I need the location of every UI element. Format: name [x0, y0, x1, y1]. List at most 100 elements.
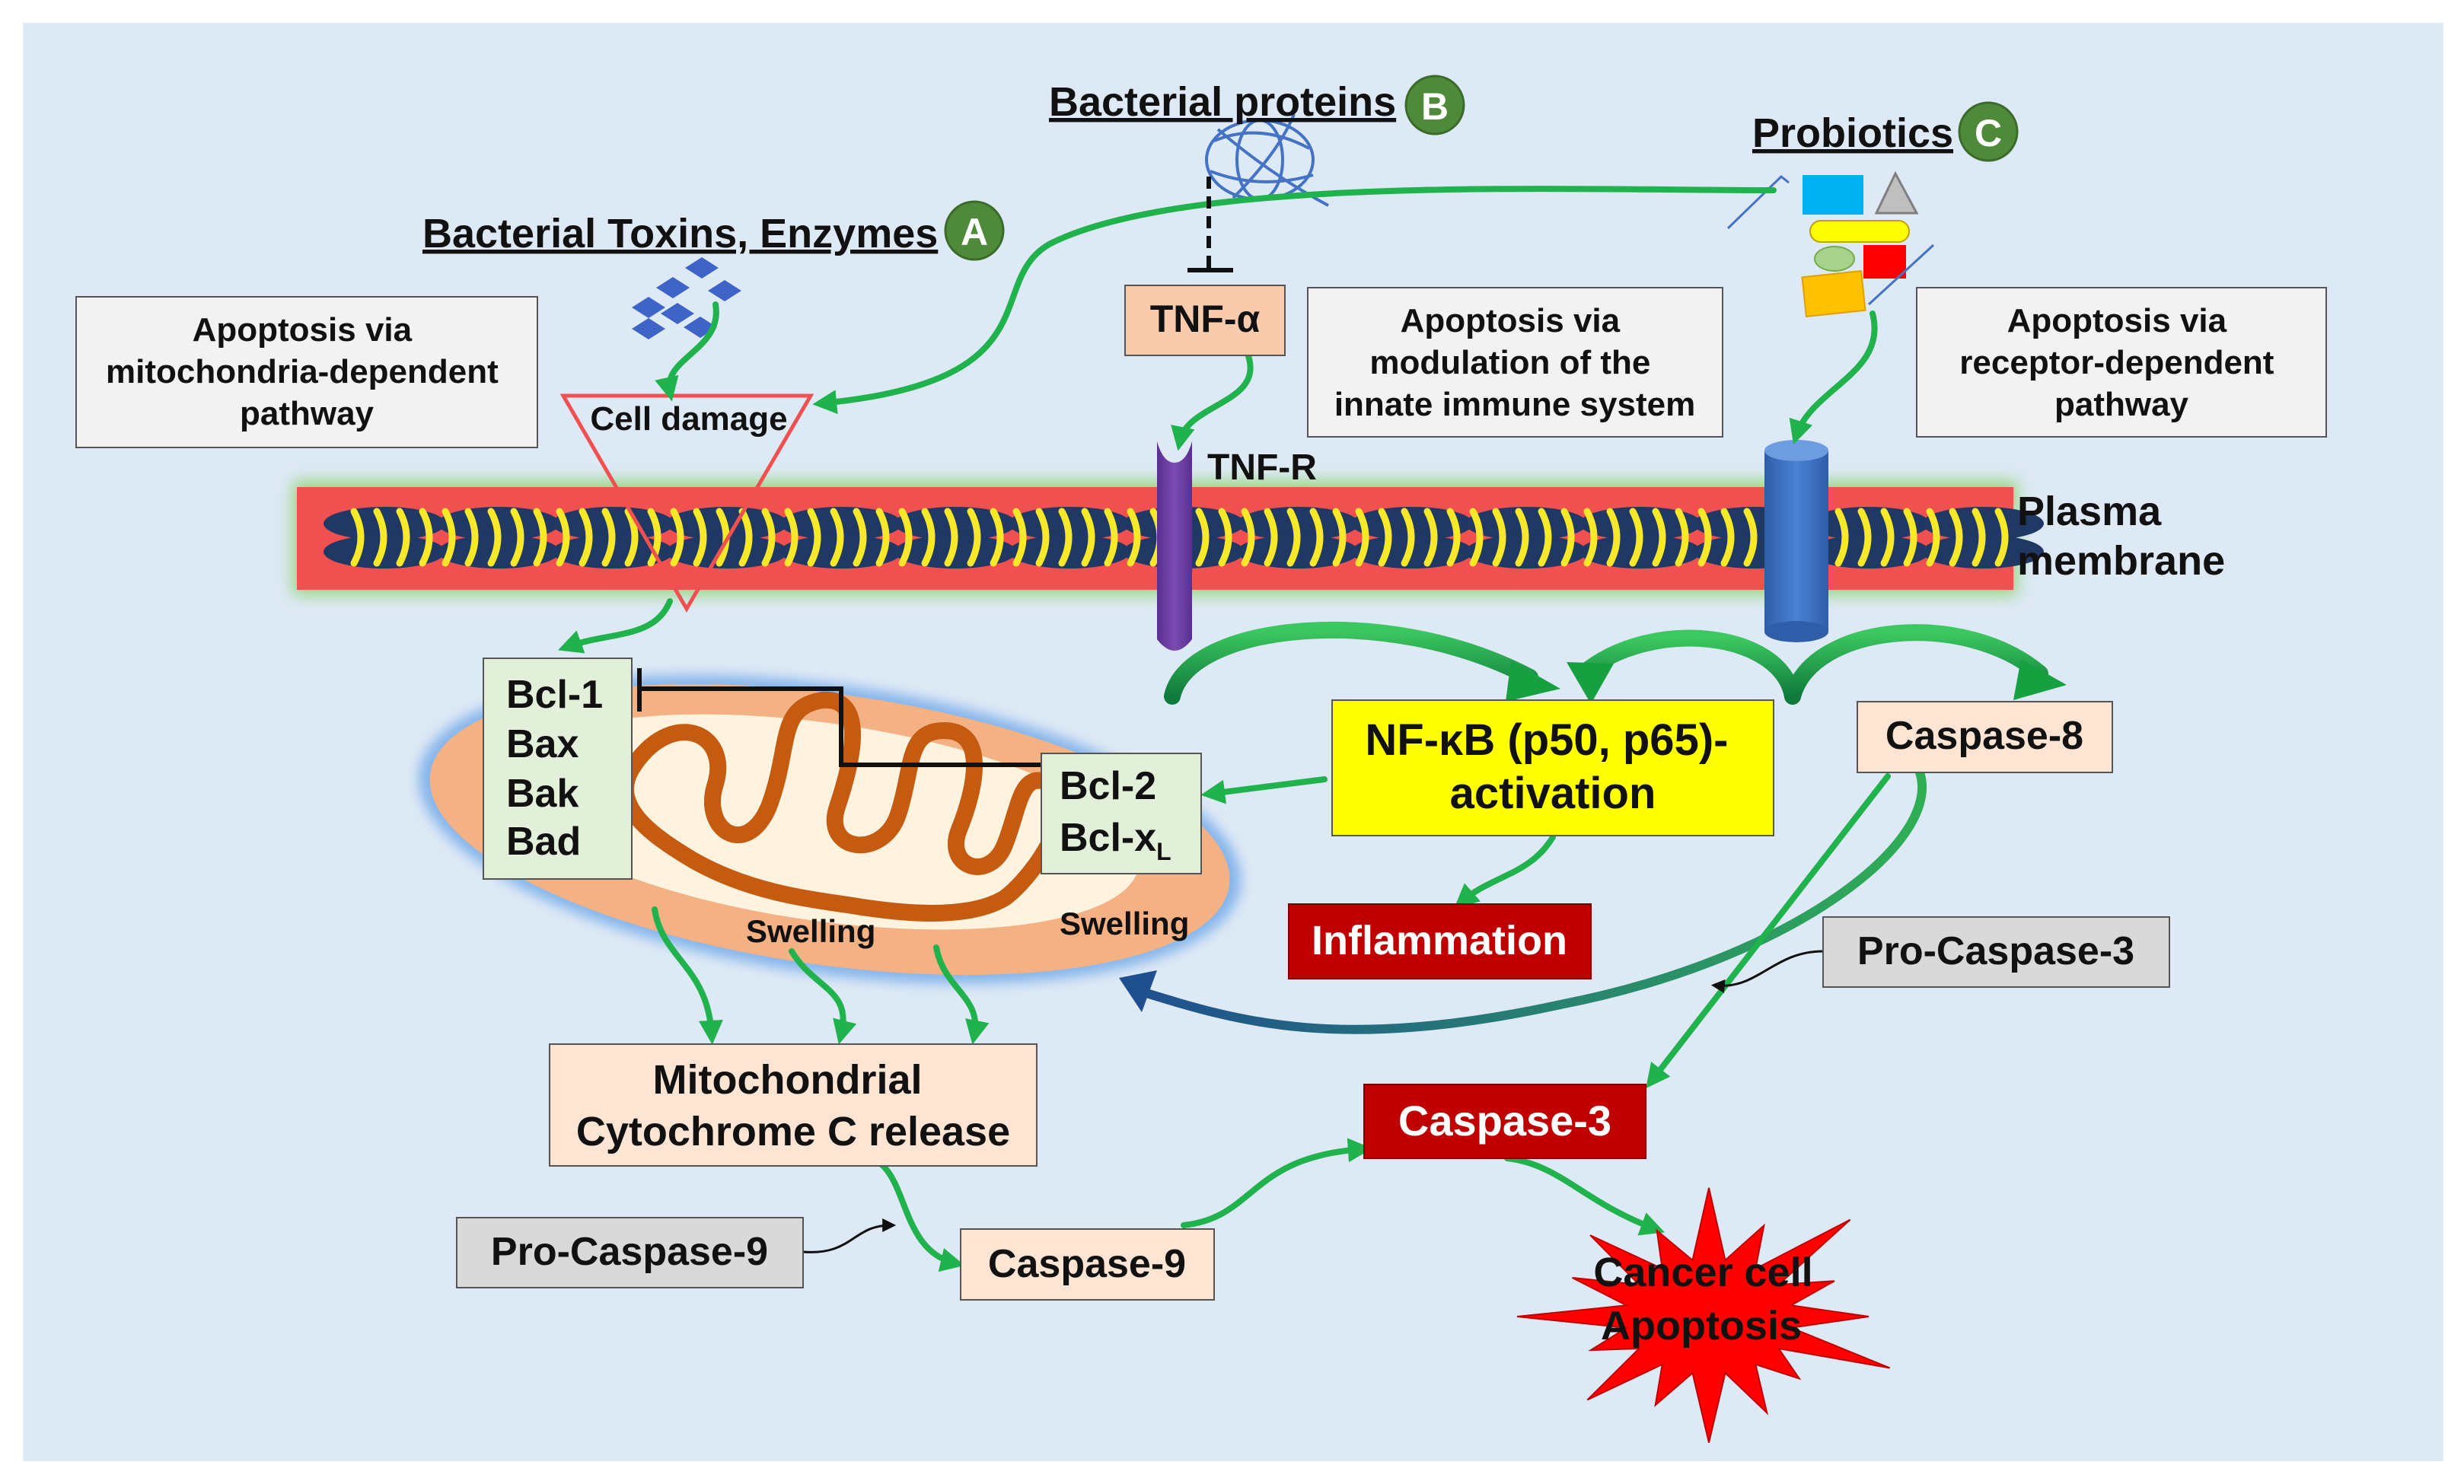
inhibition-lines	[637, 177, 1233, 767]
bclx-label: Bcl-x	[1060, 816, 1156, 860]
lipid-tail	[1401, 508, 1415, 567]
svg-text:Inflammation: Inflammation	[1312, 918, 1567, 963]
svg-text:Pro-Caspase-9: Pro-Caspase-9	[491, 1230, 768, 1274]
lipid-tail	[533, 508, 547, 567]
bacterial-protein-icon	[1205, 113, 1329, 207]
svg-text:A: A	[961, 211, 988, 253]
tnf-alpha-box: TNF-α	[1124, 285, 1286, 356]
lipid-tail	[1012, 508, 1027, 567]
lipid-tail	[1423, 508, 1438, 567]
membrane-signal-arrowheads	[1506, 659, 2067, 704]
bcl2-label: Bcl-2	[1060, 764, 1156, 808]
lipid-tail	[670, 508, 684, 567]
note-mito-pathway: Apoptosis via mitochondria-dependent pat…	[75, 296, 538, 448]
lipid-tail	[396, 508, 410, 567]
plasma-membrane-label-line2: membrane	[2017, 538, 2225, 584]
lipid-tail	[1446, 508, 1461, 567]
lipid-tail	[1903, 508, 1917, 567]
lipid-tail	[1972, 508, 1986, 567]
lipid-tail	[1309, 508, 1324, 567]
lipid-tail	[350, 508, 365, 567]
svg-text:Mitochondrial Cytochrome: Mitochondrial Cytochrome C release	[576, 1057, 1010, 1154]
inflammation-box: Inflammation	[1288, 903, 1592, 979]
apoptosis-line1: Cancer cell	[1593, 1250, 1812, 1295]
lipid-tail	[373, 508, 387, 567]
lipid-tail	[624, 508, 639, 567]
lipid-tail	[1378, 508, 1392, 567]
lipid-tail	[647, 508, 661, 567]
lipid-tail	[1058, 508, 1073, 567]
lipid-tail	[1697, 508, 1712, 567]
lipid-tail	[738, 508, 753, 567]
bclx-subscript: L	[1156, 838, 1171, 865]
svg-text:Caspase-3: Caspase-3	[1398, 1097, 1611, 1145]
lipid-tail	[1515, 508, 1529, 567]
lipid-tail	[1743, 508, 1758, 567]
pro-apoptotic-box: Bcl-1 Bax Bak Bad	[483, 658, 633, 880]
nfkb-box: NF-κB (p50, p65)- activation	[1331, 699, 1774, 836]
note-receptor-line2: receptor-dependent	[1959, 344, 2274, 381]
lipid-tail	[944, 508, 958, 567]
apoptosis-line2: Apoptosis	[1601, 1303, 1802, 1349]
note-innate-pathway: Apoptosis via modulation of the innate i…	[1307, 287, 1723, 438]
lipid-tail	[693, 508, 707, 567]
note-innate-line3: innate immune system	[1334, 386, 1695, 423]
toxin-enzyme-icon	[632, 257, 741, 339]
lipid-tail	[601, 508, 616, 567]
lipid-tail	[441, 508, 456, 567]
bak-label: Bak	[506, 772, 579, 816]
bad-label: Bad	[506, 820, 581, 864]
svg-text:NF-κB (p50, p65)- activa: NF-κB (p50, p65)- activation	[1365, 715, 1740, 818]
plasma-membrane	[293, 481, 2044, 595]
lipid-tail	[1104, 508, 1118, 567]
lipid-tail	[1606, 508, 1621, 567]
lipid-tail	[990, 508, 1004, 567]
lipid-tail	[1195, 508, 1210, 567]
lipid-tail	[1469, 508, 1484, 567]
cytochrome-c-box: Mitochondrial Cytochrome C release	[549, 1043, 1038, 1167]
lipid-tail	[1218, 508, 1232, 567]
lipid-tail	[807, 508, 821, 567]
svg-text:Bcl-xL: Bcl-xL	[1060, 816, 1171, 865]
tnf-r-label: TNF-R	[1207, 447, 1317, 488]
cell-damage-label: Cell damage	[590, 400, 787, 438]
note-receptor-line1: Apoptosis via	[2007, 302, 2227, 339]
note-mito-line3: pathway	[240, 395, 375, 432]
swelling-label-left: Swelling	[746, 913, 875, 949]
svg-text:Apoptosis via modulation: Apoptosis via modulation of the innate i…	[1334, 302, 1695, 423]
lipid-tail	[419, 508, 433, 567]
membrane-signal-arrows	[1164, 622, 2048, 705]
caspase8-box: Caspase-8	[1857, 701, 2113, 773]
lipid-tail	[1035, 508, 1050, 567]
lipid-tail	[853, 508, 867, 567]
lipid-tail	[1857, 508, 1872, 567]
lipid-tail	[921, 508, 936, 567]
svg-text:TNF-α: TNF-α	[1150, 298, 1261, 340]
svg-text:Apoptosis via receptor-d: Apoptosis via receptor-dependent pathway	[1959, 302, 2283, 423]
lipid-tail	[1629, 508, 1643, 567]
lipid-tail	[1081, 508, 1095, 567]
svg-text:Caspase-9: Caspase-9	[988, 1242, 1186, 1286]
lipid-tail	[1675, 508, 1689, 567]
receptor-channel	[1764, 440, 1828, 642]
pro-caspase3-box: Pro-Caspase-3	[1822, 916, 2170, 988]
lipid-tail	[898, 508, 913, 567]
svg-text:Bacterial proteins: Bacterial proteins	[1049, 79, 1396, 125]
lipid-tail	[1264, 508, 1278, 567]
lipid-tail	[1355, 508, 1369, 567]
connector-arrows	[557, 186, 1891, 1272]
svg-text:Caspase-8: Caspase-8	[1885, 714, 2083, 758]
lipid-tail	[1652, 508, 1666, 567]
lipid-tail	[1994, 508, 2009, 567]
lipid-tail	[556, 508, 570, 567]
badge-a	[944, 200, 1005, 261]
lipid-tail	[1720, 508, 1735, 567]
caspase3-box: Caspase-3	[1363, 1084, 1646, 1159]
cyto-c-line1: Mitochondrial	[653, 1057, 923, 1103]
svg-text:B: B	[1421, 85, 1449, 128]
svg-text:Probiotics: Probiotics	[1752, 110, 1953, 156]
lipid-tail	[1880, 508, 1895, 567]
svg-text:Cancer cell Apoptosis: Cancer cell Apoptosis	[1593, 1250, 1824, 1349]
